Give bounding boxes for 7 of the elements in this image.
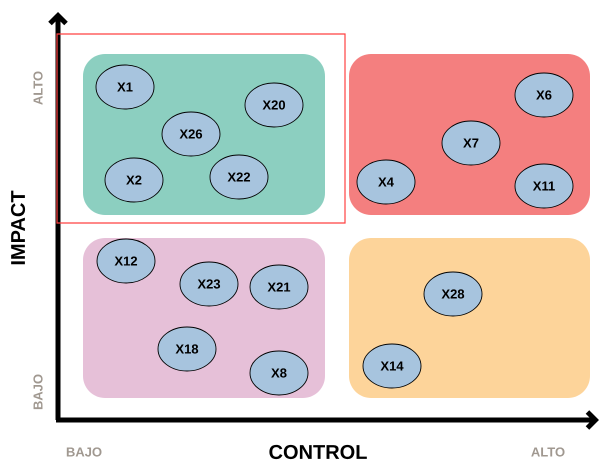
axis-title: CONTROL [269,444,367,460]
axis-title: IMPACT [10,190,26,264]
axis-level-label: ALTO [33,71,43,105]
axis-level-label: ALTO [531,447,565,457]
quadrant-box [349,238,590,398]
axis-level-label: BAJO [66,447,102,457]
axis-level-label: BAJO [33,374,43,410]
